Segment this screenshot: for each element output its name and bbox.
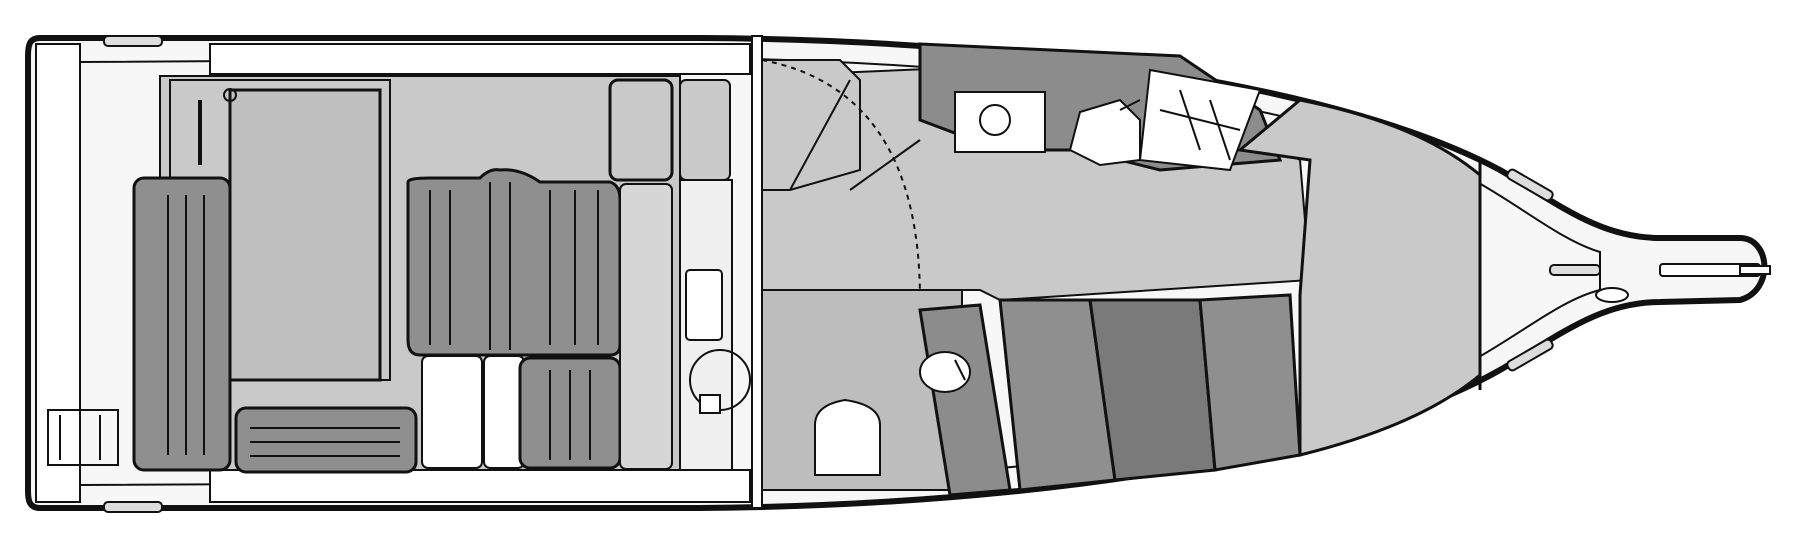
throttle-box: [685, 269, 723, 341]
v-berth-cushion-3: [1198, 293, 1302, 472]
stern-cleat-top: [103, 35, 163, 47]
sink-faucet: [1119, 99, 1141, 111]
hatch-knob: [223, 88, 237, 102]
windlass: [1549, 264, 1601, 276]
cockpit-cooler-1: [421, 355, 483, 469]
stern-cleat-bottom: [103, 501, 163, 513]
cabinet-line-2: [1179, 89, 1201, 151]
stove: [954, 91, 1046, 153]
helm-console-upper: [679, 79, 731, 181]
bow-cleat-bottom: [1506, 338, 1554, 372]
transom-platform: [35, 43, 81, 503]
swim-ladder: [47, 409, 119, 466]
cockpit-cooler-2: [483, 355, 525, 469]
stove-burner: [979, 104, 1011, 136]
bow-cleat-top: [1506, 168, 1554, 202]
door-swing-1: [761, 59, 922, 471]
step-line-1: [789, 79, 851, 191]
anchor: [1739, 265, 1771, 275]
cockpit-side-deck-bottom: [209, 469, 751, 503]
helm-console: [608, 78, 674, 182]
helm-seat: [406, 168, 622, 357]
cabinet-line-1: [1159, 109, 1241, 131]
cabinet-line-3: [1209, 99, 1231, 161]
companionway-steps: [761, 59, 861, 191]
aft-bench-seat: [132, 176, 232, 472]
dash-panel: [619, 183, 673, 470]
head-sink: [919, 351, 971, 393]
toilet: [814, 398, 881, 476]
steering-hub: [699, 394, 721, 414]
cockpit-side-deck-top: [209, 43, 751, 75]
cabin-bulkhead: [751, 35, 763, 509]
step-line-2: [849, 139, 921, 191]
aft-jump-seat: [234, 406, 418, 474]
engine-hatch: [228, 88, 382, 382]
anchor-locker-hatch: [1595, 287, 1629, 303]
head-faucet: [954, 359, 966, 381]
